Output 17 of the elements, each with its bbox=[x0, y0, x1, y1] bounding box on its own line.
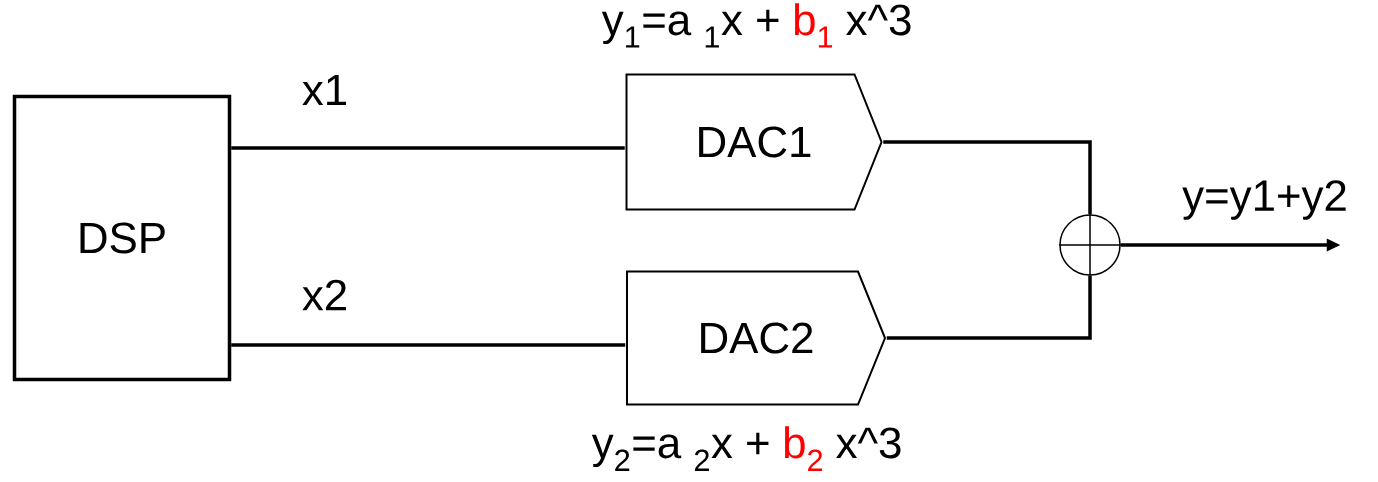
edge-label: y=y1+y2 bbox=[1182, 180, 1346, 220]
edge-label: x1 bbox=[302, 74, 346, 106]
edge-label: x2 bbox=[302, 279, 346, 311]
dac-block: DAC1 bbox=[625, 73, 883, 211]
formula-text: b$_{1}$ bbox=[795, 3, 833, 48]
connector bbox=[231, 146, 625, 150]
formula-text: y$_{2}$=a $_{2}$x + bbox=[591, 432, 769, 471]
process-box: DSP bbox=[12, 94, 232, 382]
connector bbox=[231, 343, 626, 347]
summing-junction bbox=[1058, 213, 1122, 277]
formula-text: b$_{2}$ bbox=[785, 426, 823, 471]
formula-text: y$_{1}$=a $_{1}$x + bbox=[601, 9, 779, 48]
formula-text: x^3 bbox=[836, 427, 901, 459]
dac-block: DAC2 bbox=[626, 270, 887, 406]
connector bbox=[886, 275, 1092, 340]
formula-text: x^3 bbox=[846, 4, 911, 36]
connector bbox=[883, 140, 1092, 215]
